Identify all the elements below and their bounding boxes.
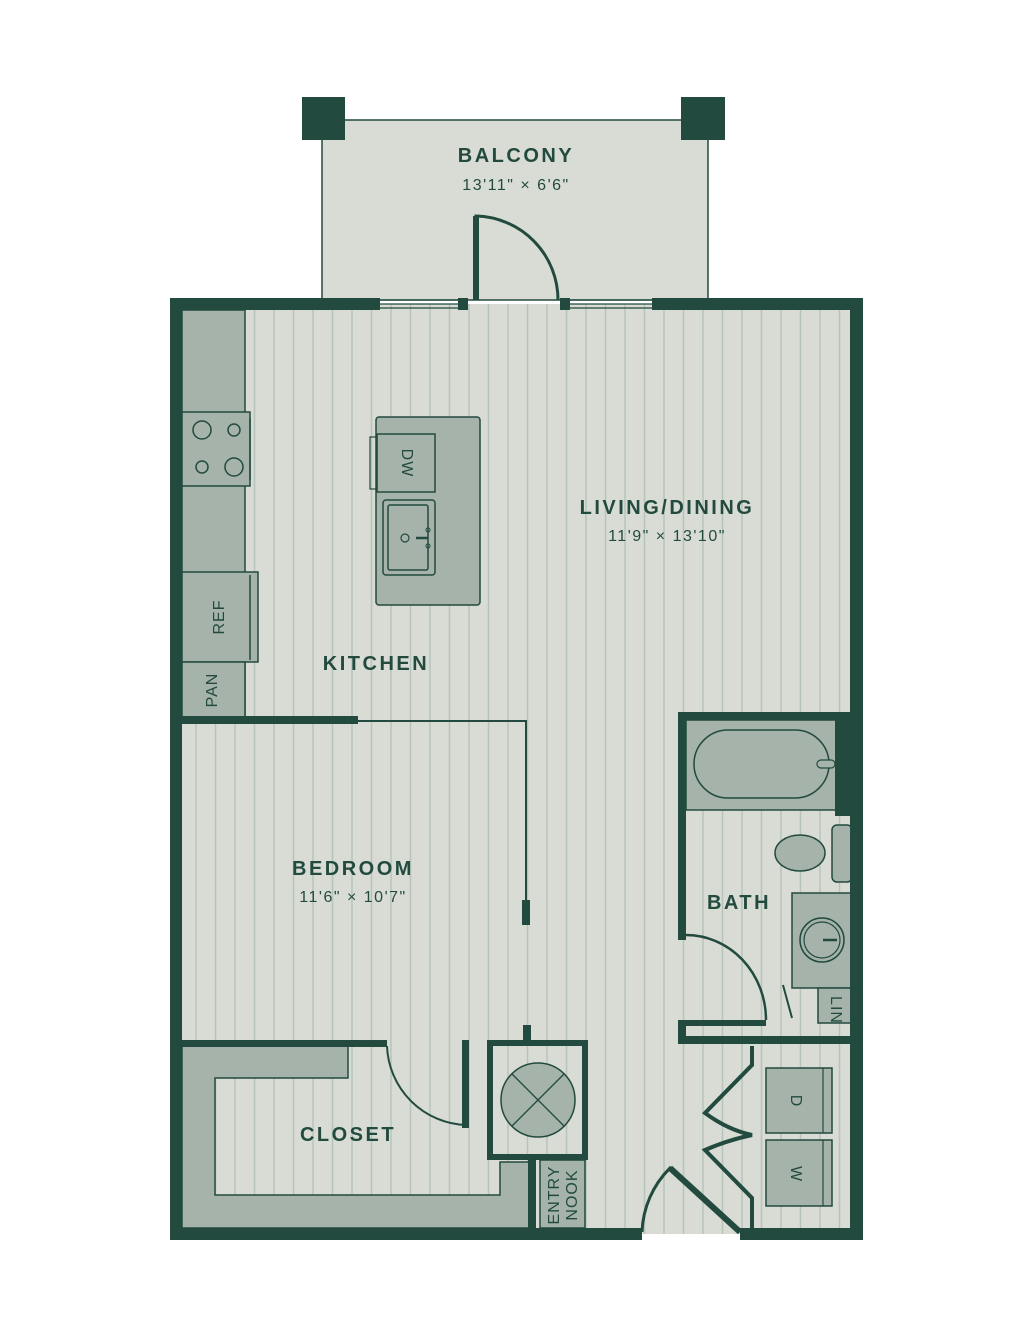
kitchen-island: DW	[369, 416, 481, 606]
bath-label: BATH	[707, 892, 771, 914]
walls	[170, 298, 863, 1240]
bedroom-label: BEDROOM	[292, 858, 414, 880]
refrigerator: REF	[181, 571, 259, 663]
balcony-post-right	[681, 97, 725, 140]
balcony-dims: 13'11" × 6'6"	[462, 177, 569, 194]
balcony	[302, 97, 725, 301]
bifold-door	[701, 1046, 754, 1228]
bedroom-dims: 11'6" × 10'7"	[299, 889, 406, 906]
windows	[380, 299, 652, 309]
balcony-post-left	[302, 97, 345, 140]
kitchen-sink	[382, 499, 436, 576]
bath-door-swing	[685, 933, 768, 1021]
toilet	[774, 824, 853, 883]
mechanical-closet	[487, 1025, 588, 1160]
lin-label: LIN	[827, 996, 844, 1024]
entry-nook	[539, 1159, 586, 1229]
entry-nook-label-line1: ENTRY	[546, 1166, 563, 1225]
entry-door	[640, 1165, 742, 1234]
stove	[181, 411, 251, 487]
laundry: D W	[701, 1046, 833, 1228]
bathroom-vanity	[791, 892, 853, 989]
entry-nook-label-line2: NOOK	[564, 1169, 581, 1220]
balcony-door	[474, 214, 560, 301]
doors	[358, 214, 743, 1235]
dryer-label: D	[787, 1095, 804, 1108]
pantry: PAN	[181, 661, 246, 719]
kitchen-label: KITCHEN	[323, 653, 429, 675]
dw-label: DW	[398, 449, 415, 478]
pan-label: PAN	[204, 673, 221, 708]
closet-label: CLOSET	[300, 1124, 396, 1146]
bathroom: LIN	[685, 716, 855, 1024]
balcony-label: BALCONY	[458, 145, 574, 167]
living-dining-dims: 11'9" × 13'10"	[608, 528, 726, 545]
washer-label: W	[787, 1166, 804, 1182]
closet-door	[386, 1045, 467, 1126]
living-dining-label: LIVING/DINING	[580, 497, 755, 519]
ref-label: REF	[211, 600, 228, 635]
linen-closet: LIN	[817, 987, 853, 1024]
